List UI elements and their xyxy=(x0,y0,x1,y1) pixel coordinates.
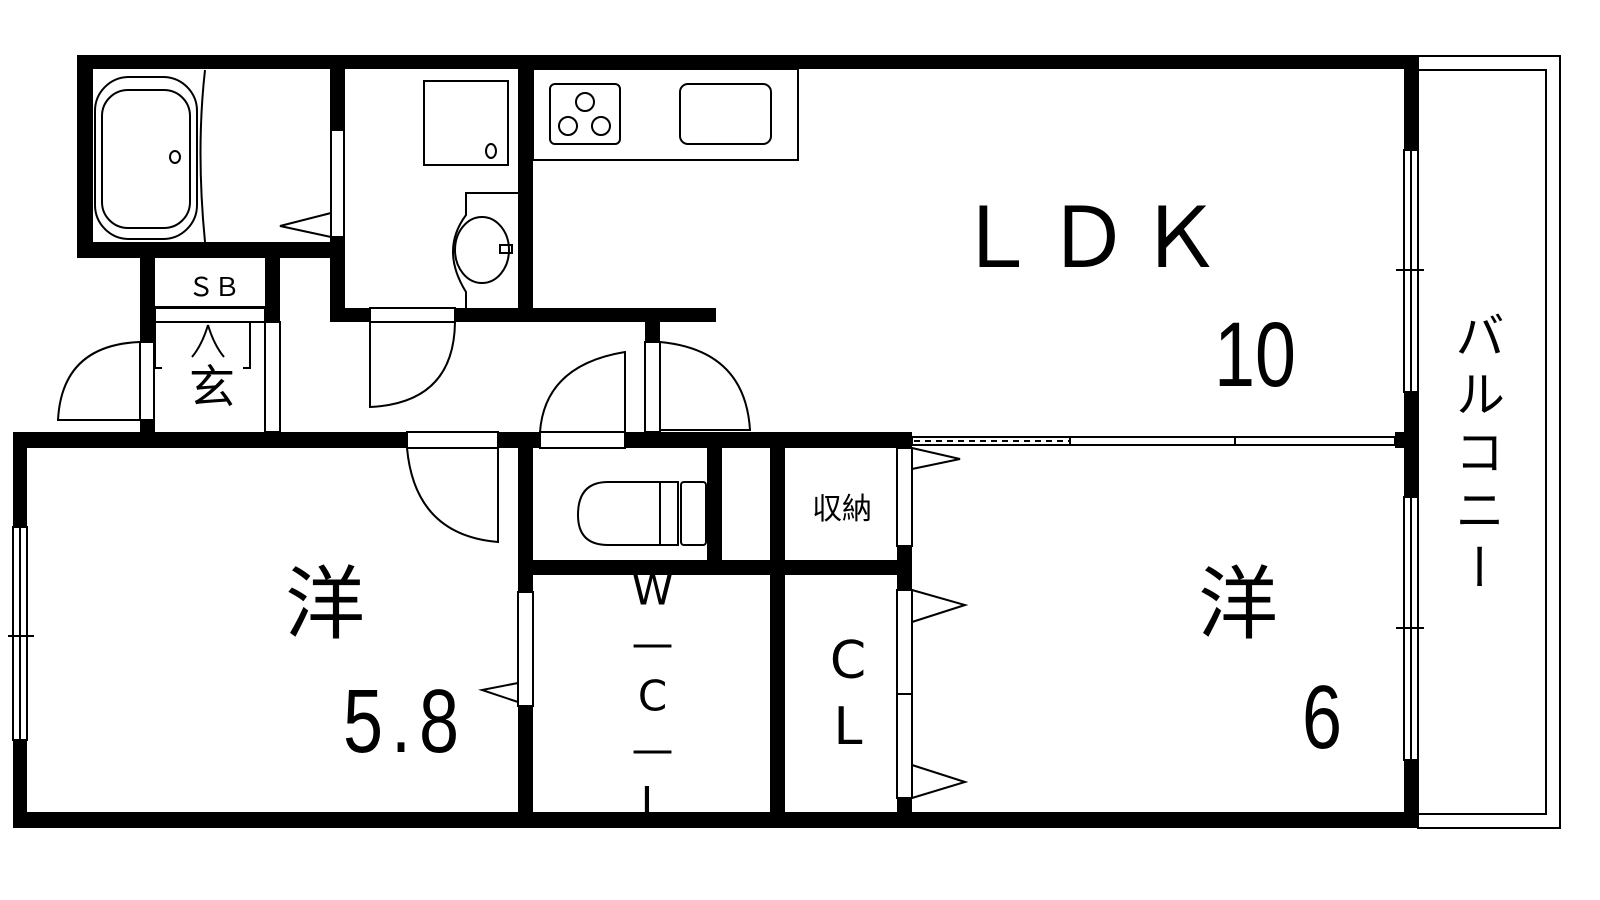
bathtub xyxy=(94,69,345,243)
ldk-size: 10 xyxy=(1214,304,1296,406)
storage-label: 収納 xyxy=(812,492,872,527)
washing-machine xyxy=(423,80,509,166)
doors xyxy=(56,307,969,799)
shoe-box-label: ＳＢ xyxy=(187,273,241,303)
entrance-label: 玄 xyxy=(189,360,235,414)
toilet xyxy=(576,481,707,546)
western-room-right-label: 洋 xyxy=(1198,558,1278,651)
walk-in-closet-label: W—C—L xyxy=(628,565,677,831)
balcony-label: バルコニー xyxy=(1447,310,1505,600)
kitchen-counter xyxy=(532,68,799,161)
washbasin xyxy=(452,192,518,308)
western-room-left-label: 洋 xyxy=(285,558,365,651)
closet-label: CL xyxy=(818,631,878,763)
western-room-left-size: 5.8 xyxy=(342,672,468,772)
sliding-partition xyxy=(911,436,1396,446)
ldk-label: ＬＤＫ xyxy=(953,189,1231,287)
windows xyxy=(8,149,1424,761)
western-room-right-size: 6 xyxy=(1301,668,1343,768)
